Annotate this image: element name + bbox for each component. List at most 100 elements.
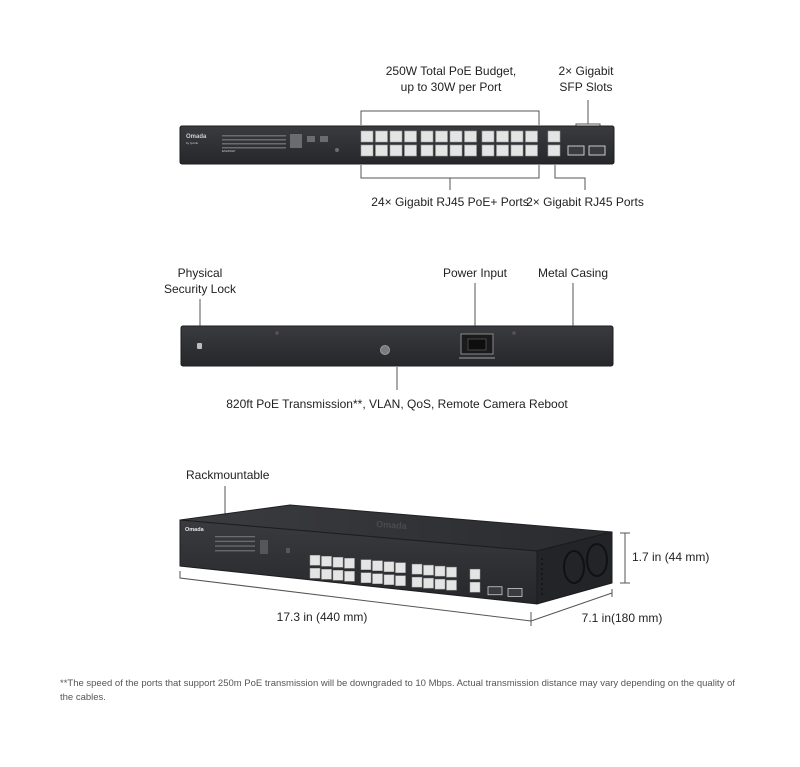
- rj45-poe-port[interactable]: [423, 577, 434, 589]
- led-row: [215, 545, 255, 547]
- rj45-poe-port[interactable]: [449, 130, 463, 143]
- rj45-port[interactable]: [469, 581, 481, 593]
- rj45-poe-port[interactable]: [344, 571, 355, 582]
- model-label: ES226GP: [222, 149, 235, 153]
- rj45-poe-port[interactable]: [435, 130, 448, 143]
- power-input-label: Power Input: [443, 266, 508, 280]
- rj45-poe-port[interactable]: [446, 566, 457, 578]
- sfp-slot[interactable]: [507, 588, 523, 597]
- fan-vent: [563, 550, 585, 584]
- poe-budget-bracket: [360, 110, 540, 125]
- rj45-poe-port[interactable]: [420, 130, 434, 143]
- rj45-poe-port[interactable]: [332, 557, 344, 568]
- rj45-poe-port[interactable]: [321, 569, 332, 580]
- features-label: 820ft PoE Transmission**, VLAN, QoS, Rem…: [226, 397, 568, 411]
- rj45-poe-port[interactable]: [525, 144, 538, 157]
- rackmountable-label: Rackmountable: [186, 468, 270, 482]
- rj45-poe-port[interactable]: [360, 130, 374, 143]
- poe-ports-label: 24× Gigabit RJ45 PoE+ Ports: [371, 195, 528, 209]
- brand-logo: Omada: [186, 134, 207, 140]
- poe-port-block: [360, 130, 538, 157]
- rj45-poe-port[interactable]: [446, 579, 457, 591]
- rj45-poe-port[interactable]: [360, 559, 372, 570]
- rj45-poe-port[interactable]: [332, 570, 344, 581]
- sfp-slots-label-line1: 2× Gigabit: [558, 64, 614, 78]
- rj45-poe-port[interactable]: [411, 576, 423, 588]
- rj45-poe-port[interactable]: [464, 130, 477, 143]
- rj45-poe-port[interactable]: [389, 144, 403, 157]
- led-row: [215, 550, 255, 552]
- led-row: [215, 536, 255, 538]
- rj45-poe-port[interactable]: [525, 130, 538, 143]
- rj45-poe-port[interactable]: [404, 144, 417, 157]
- led-indicators: [222, 134, 339, 152]
- rj45-poe-port[interactable]: [481, 144, 495, 157]
- screw: [512, 331, 516, 335]
- brand-sub: by tp-link: [186, 141, 199, 145]
- rj45-poe-port[interactable]: [383, 561, 395, 572]
- power-socket-inner: [467, 338, 487, 351]
- rj45-poe-port[interactable]: [360, 144, 374, 157]
- width-label: 17.3 in (440 mm): [277, 610, 368, 624]
- rj45-poe-port[interactable]: [375, 144, 388, 157]
- rj45-port[interactable]: [547, 144, 561, 157]
- width-depth-dimension: [179, 571, 613, 626]
- rj45-poe-port[interactable]: [383, 574, 395, 585]
- rj45-port[interactable]: [469, 568, 481, 580]
- iso-port-block: [309, 555, 523, 597]
- rj45-poe-port[interactable]: [464, 144, 477, 157]
- rj45-poe-port[interactable]: [434, 565, 446, 577]
- reset-button: [286, 548, 290, 553]
- rj45-poe-port[interactable]: [395, 562, 406, 573]
- poe-budget-label-line2: up to 30W per Port: [401, 80, 502, 94]
- height-label: 1.7 in (44 mm): [632, 550, 709, 564]
- rj45-poe-port[interactable]: [404, 130, 417, 143]
- poe-budget-label-line1: 250W Total PoE Budget,: [386, 64, 517, 78]
- height-ticks: [620, 532, 630, 584]
- iso-led-indicators: [215, 536, 290, 554]
- rj45-poe-port[interactable]: [309, 555, 321, 566]
- rj45-poe-port[interactable]: [510, 144, 524, 157]
- rj45-poe-port[interactable]: [449, 144, 463, 157]
- rj45-poe-port[interactable]: [496, 130, 509, 143]
- rj45-poe-port[interactable]: [496, 144, 509, 157]
- security-lock-label-line1: Physical: [178, 266, 223, 280]
- metal-casing-label: Metal Casing: [538, 266, 608, 280]
- rj45-poe-port[interactable]: [344, 558, 355, 569]
- sfp-slot[interactable]: [588, 145, 606, 156]
- rj45-poe-port[interactable]: [372, 560, 383, 571]
- sfp-slots-label-line2: SFP Slots: [559, 80, 612, 94]
- rj45-poe-port[interactable]: [435, 144, 448, 157]
- sfp-slot[interactable]: [567, 145, 585, 156]
- rj45-poe-port[interactable]: [372, 573, 383, 584]
- rj45-port[interactable]: [547, 130, 561, 143]
- rj45-poe-port[interactable]: [321, 556, 332, 567]
- screw: [275, 331, 279, 335]
- rj45-bracket: [554, 165, 586, 190]
- rj45-ports-label: 2× Gigabit RJ45 Ports: [526, 195, 644, 209]
- rj45-poe-port[interactable]: [423, 564, 434, 576]
- poe-ports-bracket: [360, 165, 540, 190]
- rj45-poe-port[interactable]: [309, 568, 321, 579]
- rj45-poe-port[interactable]: [481, 130, 495, 143]
- security-lock-label-line2: Security Lock: [164, 282, 237, 296]
- switch-rear-panel: [180, 325, 614, 367]
- rj45-poe-port[interactable]: [389, 130, 403, 143]
- rj45-poe-port[interactable]: [434, 578, 446, 590]
- fan-vent: [586, 543, 608, 577]
- sfp-slot[interactable]: [487, 586, 503, 596]
- rj45-poe-port[interactable]: [395, 575, 406, 586]
- top-brand-logo: Omada: [376, 519, 408, 531]
- rj45-poe-port[interactable]: [360, 572, 372, 583]
- iso-brand-logo: Omada: [185, 527, 205, 533]
- rj45-port-block: [547, 130, 561, 157]
- footnote: **The speed of the ports that support 25…: [60, 678, 735, 703]
- rj45-poe-port[interactable]: [420, 144, 434, 157]
- rear-view: Physical Security Lock Power Input Metal…: [164, 266, 614, 411]
- rj45-poe-port[interactable]: [375, 130, 388, 143]
- led-row: [215, 540, 255, 542]
- iso-view: Rackmountable Omada Omada 1.7 in (44 mm)…: [179, 468, 709, 626]
- rj45-poe-port[interactable]: [510, 130, 524, 143]
- rj45-poe-port[interactable]: [411, 563, 423, 575]
